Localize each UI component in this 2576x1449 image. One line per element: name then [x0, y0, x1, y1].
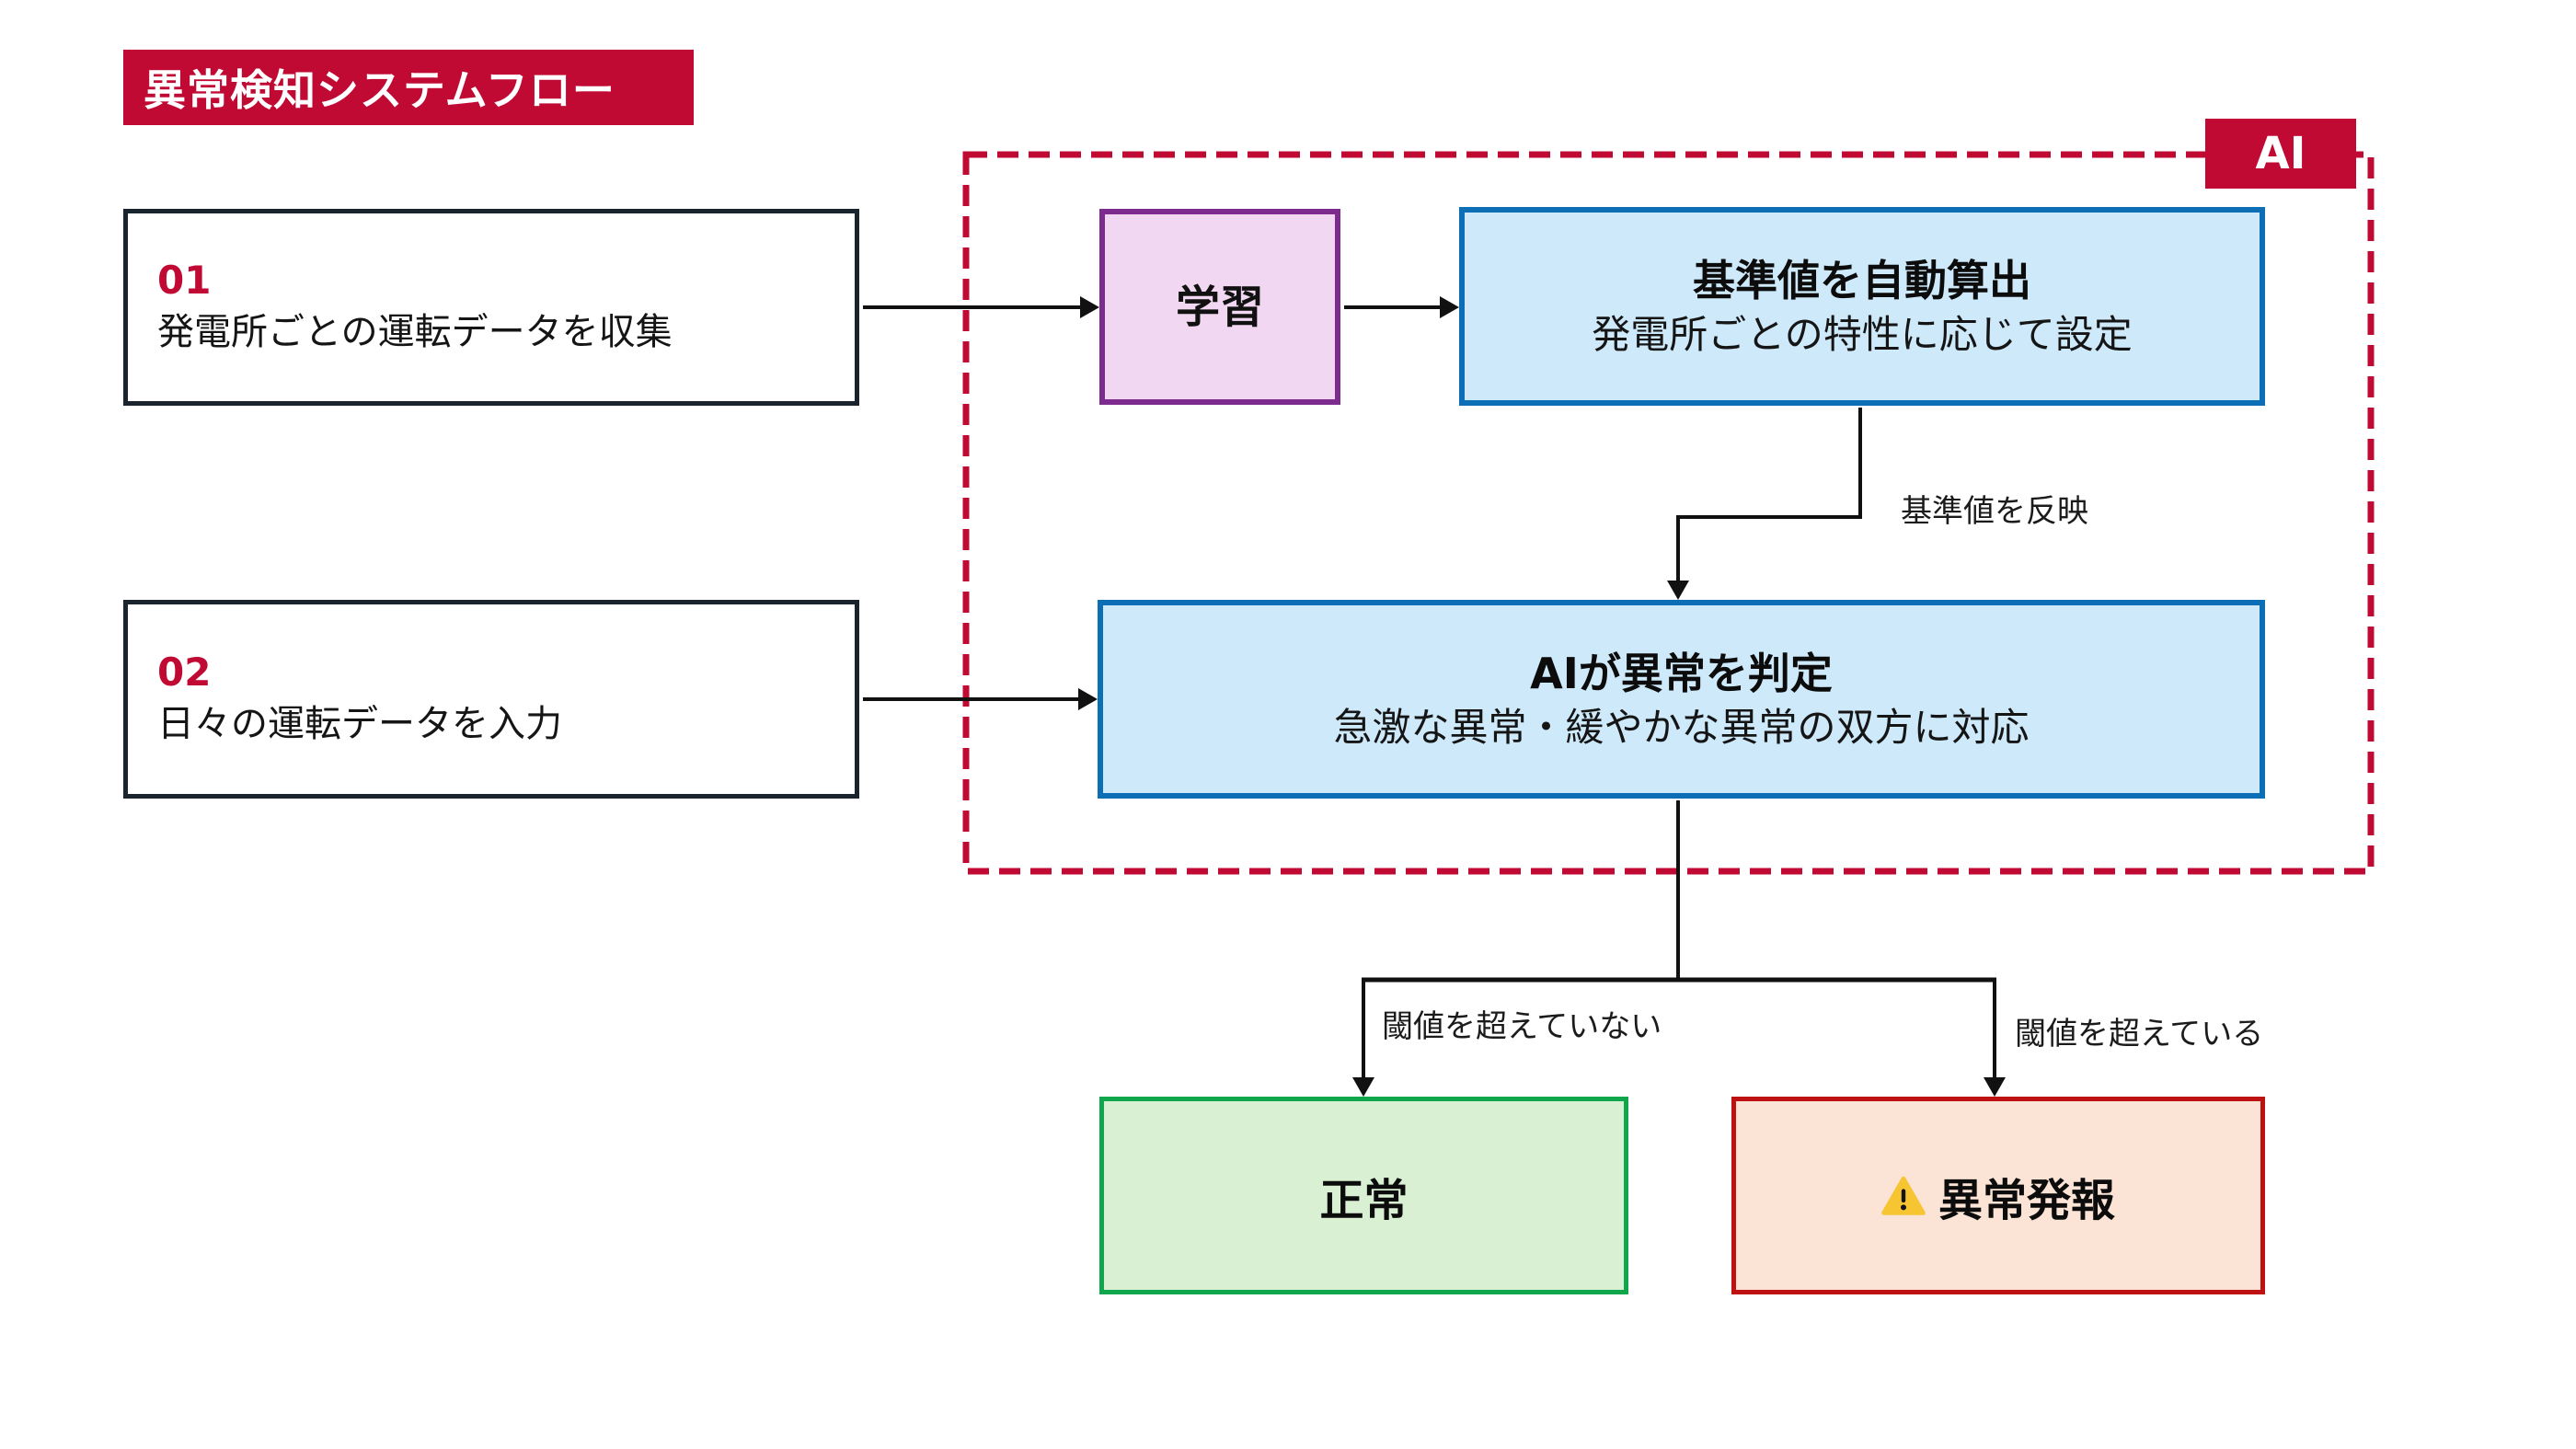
edge-label-above-threshold: 閾値を超えている — [2015, 1016, 2264, 1052]
judgement-box: AIが異常を判定 急激な異常・緩やかな異常の双方に対応 — [1098, 600, 2265, 799]
edge-label-reflect: 基準値を反映 — [1901, 493, 2088, 530]
arrow-baseline-to-judgement — [1667, 408, 1862, 600]
judgement-subtitle: 急激な異常・緩やかな異常の双方に対応 — [1333, 705, 2030, 750]
step-01-text: 発電所ごとの運転データを収集 — [157, 311, 673, 353]
warning-icon — [1881, 1176, 1926, 1215]
step-02-number: 02 — [157, 650, 212, 695]
baseline-box: 基準値を自動算出 発電所ごとの特性に応じて設定 — [1459, 207, 2265, 406]
ai-tag: AI — [2205, 119, 2356, 189]
learning-label: 学習 — [1175, 281, 1264, 333]
ai-region-border — [962, 151, 2375, 875]
branch-connector — [1352, 800, 2006, 1097]
arrow-step01-to-learning — [863, 296, 1099, 318]
arrowhead-to-normal — [1352, 1077, 1374, 1097]
normal-box: 正常 — [1099, 1097, 1628, 1294]
page-title: 異常検知システムフロー — [123, 50, 694, 125]
edge-label-below-threshold: 閾値を超えていない — [1382, 1008, 1662, 1045]
normal-label: 正常 — [1319, 1174, 1409, 1226]
arrowhead-to-alert — [1984, 1077, 2006, 1097]
alert-box: 異常発報 — [1731, 1097, 2265, 1294]
step-01-box: 01 発電所ごとの運転データを収集 — [123, 209, 859, 406]
alert-label: 異常発報 — [1938, 1174, 2115, 1226]
learning-box: 学習 — [1099, 209, 1340, 405]
step-01-number: 01 — [157, 258, 212, 303]
step-02-text: 日々の運転データを入力 — [157, 703, 562, 745]
baseline-title: 基準値を自動算出 — [1693, 256, 2031, 305]
arrow-learning-to-baseline — [1344, 296, 1459, 318]
arrow-step02-to-judgement — [863, 688, 1098, 710]
step-02-box: 02 日々の運転データを入力 — [123, 600, 859, 799]
baseline-subtitle: 発電所ごとの特性に応じて設定 — [1592, 312, 2133, 357]
judgement-title: AIが異常を判定 — [1530, 649, 1833, 698]
